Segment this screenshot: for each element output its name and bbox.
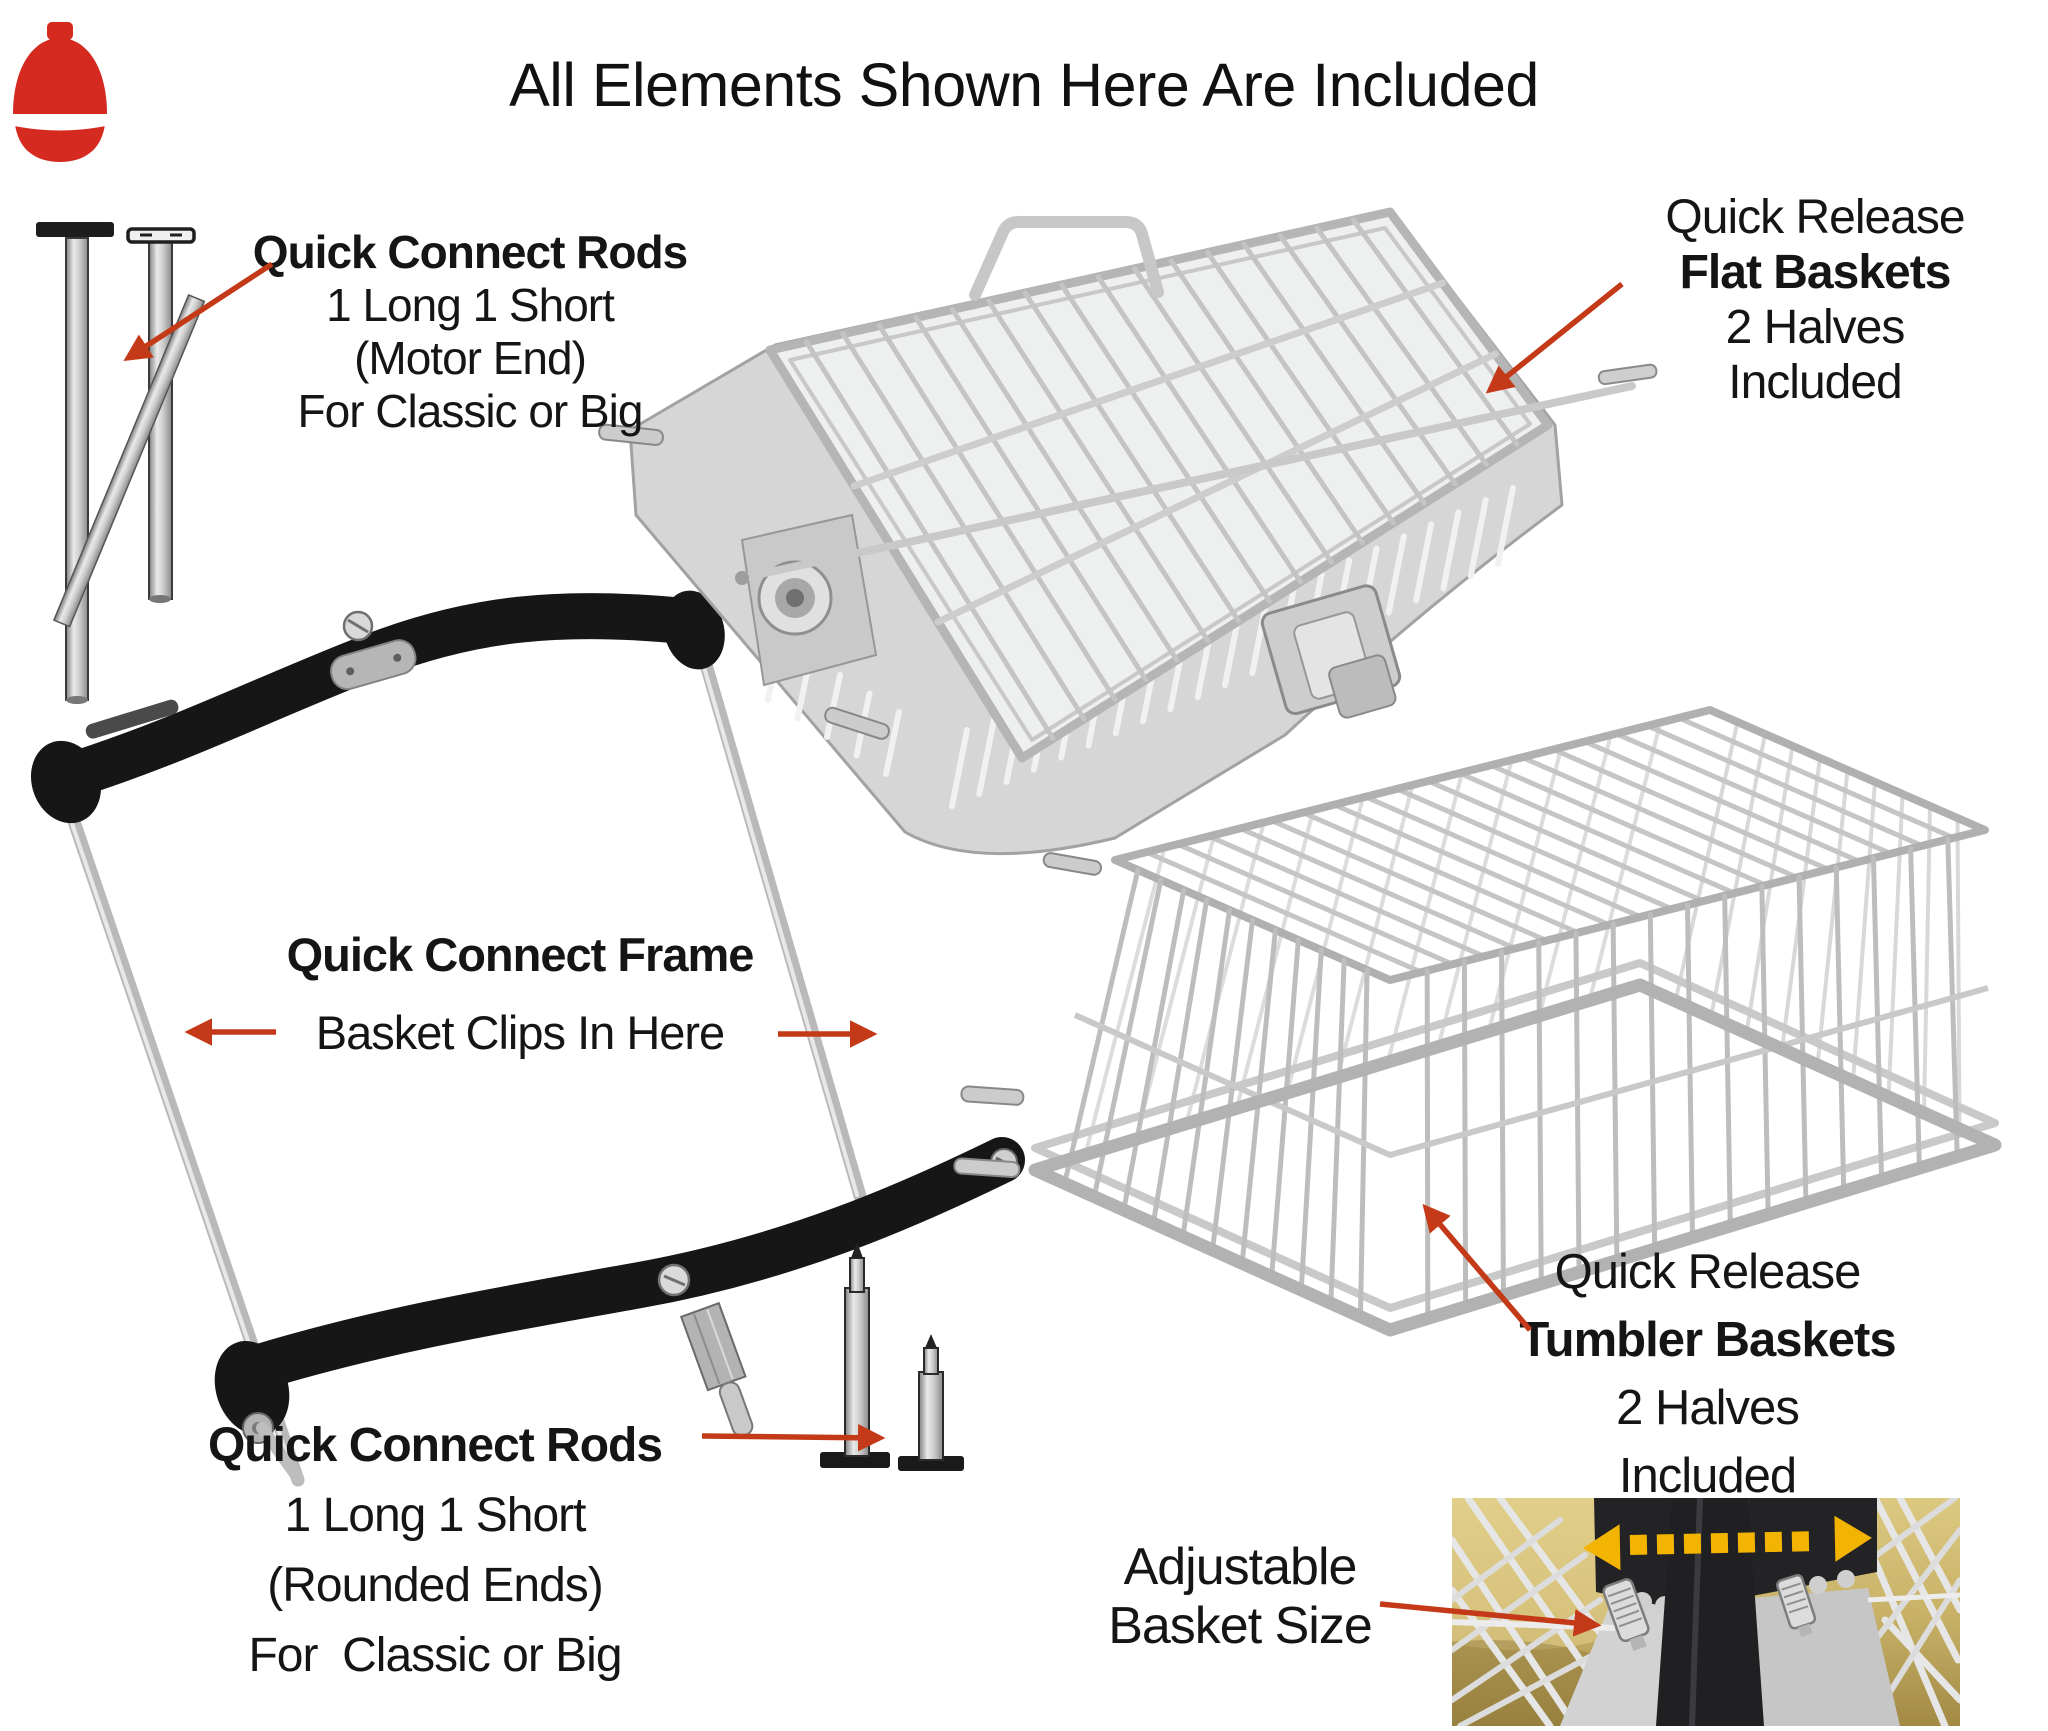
label-rods-rounded-ends: Quick Connect Rods 1 Long 1 Short (Round… xyxy=(140,1411,730,1691)
thumb-screw-right xyxy=(1776,1574,1817,1637)
label-adjustable-line2: Basket Size xyxy=(1108,1597,1373,1655)
label-frame: Quick Connect Frame Basket Clips In Here xyxy=(230,916,810,1072)
label-rods-motor-end-line2: 1 Long 1 Short xyxy=(326,279,615,331)
quick-connect-rods-motor-end xyxy=(36,222,196,704)
label-adjustable-basket-size: Adjustable Basket Size xyxy=(1075,1538,1405,1656)
thumb-screw-left xyxy=(1602,1578,1650,1652)
label-flat-baskets-line3: 2 Halves xyxy=(1725,301,1906,354)
quick-connect-frame xyxy=(30,293,1025,1487)
label-flat-baskets-title: Flat Baskets xyxy=(1679,246,1952,299)
yellow-dashed-double-arrow-icon xyxy=(1583,1515,1872,1571)
label-rods-rounded-ends-title: Quick Connect Rods xyxy=(207,1419,663,1472)
label-rods-motor-end-line4: For Classic or Big xyxy=(297,385,644,437)
label-frame-line2: Basket Clips In Here xyxy=(315,1006,725,1059)
label-adjustable-line1: Adjustable xyxy=(1123,1538,1358,1596)
basket-latch xyxy=(1260,584,1402,719)
label-rods-rounded-ends-line3: (Rounded Ends) xyxy=(267,1559,604,1612)
quick-release-flat-basket xyxy=(598,207,1658,856)
label-tumbler-baskets-title: Tumbler Baskets xyxy=(1519,1313,1896,1367)
label-tumbler-baskets-line1: Quick Release xyxy=(1554,1245,1862,1299)
label-frame-title: Quick Connect Frame xyxy=(286,928,755,981)
label-rods-rounded-ends-line4: For Classic or Big xyxy=(248,1629,622,1682)
quick-connect-rods-rounded-ends xyxy=(820,1242,964,1471)
label-flat-baskets: Quick Release Flat Baskets 2 Halves Incl… xyxy=(1585,190,2045,410)
label-tumbler-baskets-line4: Included xyxy=(1618,1449,1797,1503)
adjustable-basket-inset-photo xyxy=(1452,1498,1960,1726)
label-flat-baskets-line1: Quick Release xyxy=(1665,191,1965,244)
label-flat-baskets-line4: Included xyxy=(1728,356,1902,409)
label-tumbler-baskets: Quick Release Tumbler Baskets 2 Halves I… xyxy=(1470,1238,1945,1510)
label-rods-motor-end-line3: (Motor End) xyxy=(354,332,587,384)
label-rods-rounded-ends-line2: 1 Long 1 Short xyxy=(284,1489,587,1542)
page-title: All Elements Shown Here Are Included xyxy=(509,51,1539,119)
kamado-grill-icon xyxy=(6,22,114,162)
label-tumbler-baskets-line3: 2 Halves xyxy=(1616,1381,1800,1435)
label-rods-motor-end: Quick Connect Rods 1 Long 1 Short (Motor… xyxy=(190,226,750,438)
label-rods-motor-end-title: Quick Connect Rods xyxy=(252,226,688,278)
